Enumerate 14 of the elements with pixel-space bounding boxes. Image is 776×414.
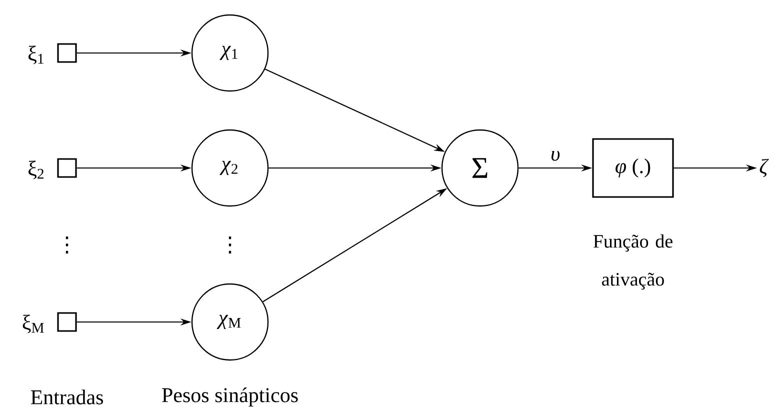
output-symbol: ζ bbox=[760, 158, 769, 178]
column-label: Pesos sinápticos bbox=[162, 387, 298, 407]
input-square bbox=[57, 158, 77, 178]
column-label: Entradas bbox=[30, 390, 103, 404]
vertical-ellipsis: ⋮ bbox=[228, 236, 232, 254]
input-label: ξ$_{M}$ bbox=[22, 314, 44, 334]
edge-label: υ bbox=[552, 150, 560, 161]
vertical-ellipsis: ⋮ bbox=[66, 236, 68, 254]
input-square bbox=[57, 43, 77, 63]
activation-box: φ (.) bbox=[592, 138, 674, 198]
input-label: ξ$_{1}$ bbox=[28, 46, 44, 64]
input-label: ξ$_{2}$ bbox=[28, 160, 44, 180]
node-label: Função de ativação bbox=[593, 234, 672, 290]
input-square bbox=[57, 312, 77, 332]
